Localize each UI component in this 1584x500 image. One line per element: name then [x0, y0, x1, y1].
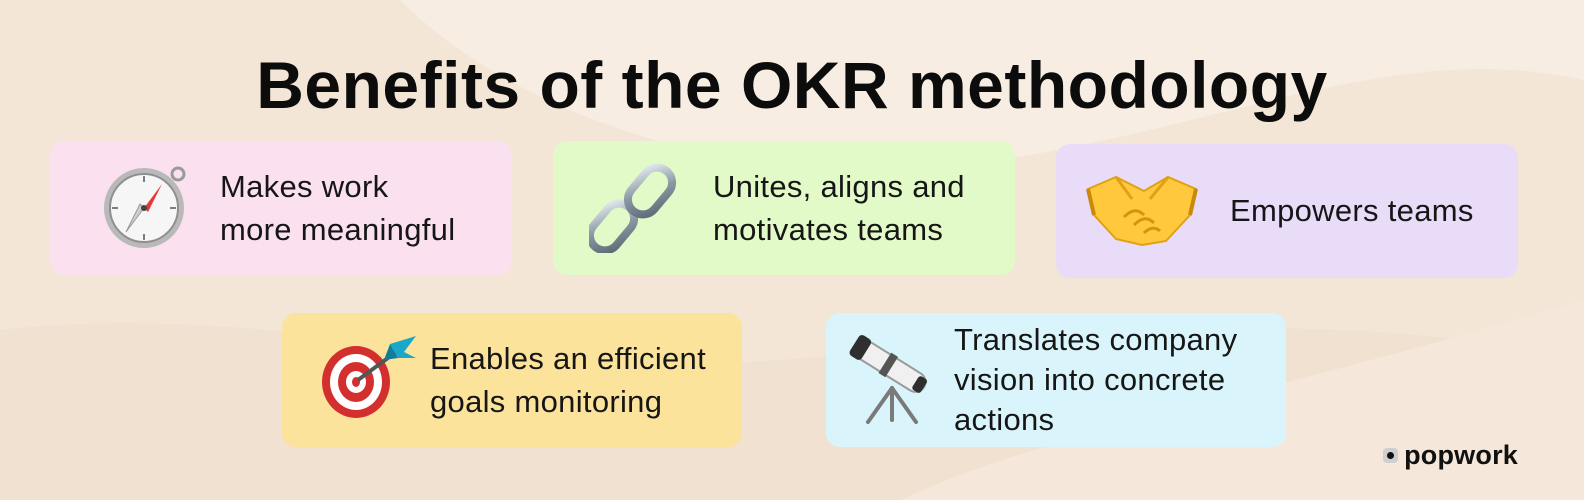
benefit-text: Translates company vision into concrete …	[954, 320, 1237, 441]
benefit-line: more meaningful	[220, 212, 456, 247]
target-dart-icon	[320, 332, 420, 429]
benefit-line: Translates company	[954, 321, 1238, 357]
page-title: Benefits of the OKR methodology	[256, 48, 1328, 122]
logo-text: popwork	[1404, 440, 1518, 470]
logo-mark-icon	[1383, 448, 1399, 463]
benefit-text: Enables an efficient goals monitoring	[430, 337, 706, 424]
link-icon	[585, 159, 683, 258]
benefit-line: Makes work	[220, 168, 389, 204]
telescope-icon	[846, 330, 932, 431]
benefit-line: Empowers teams	[1230, 193, 1474, 229]
compass-icon	[100, 162, 188, 255]
benefit-line: goals monitoring	[430, 384, 663, 419]
benefit-card-unites-teams: Unites, aligns and motivates teams	[553, 141, 1015, 275]
benefit-line: vision into concrete	[954, 361, 1226, 397]
benefit-line: Enables an efficient	[430, 340, 707, 376]
benefit-text: Makes work more meaningful	[220, 165, 455, 252]
benefit-card-meaningful-work: Makes work more meaningful	[50, 141, 512, 275]
benefit-line: actions	[954, 402, 1055, 438]
benefit-text: Empowers teams	[1230, 189, 1474, 232]
handshake-icon	[1086, 169, 1198, 254]
benefit-line: motivates teams	[713, 212, 944, 247]
benefit-card-vision-to-actions: Translates company vision into concrete …	[826, 313, 1286, 447]
popwork-logo: popwork	[1383, 440, 1518, 471]
benefit-card-empowers-teams: Empowers teams	[1056, 144, 1518, 278]
benefit-line: Unites, aligns and	[713, 168, 965, 204]
benefit-text: Unites, aligns and motivates teams	[713, 165, 965, 252]
benefit-card-goals-monitoring: Enables an efficient goals monitoring	[282, 313, 742, 447]
